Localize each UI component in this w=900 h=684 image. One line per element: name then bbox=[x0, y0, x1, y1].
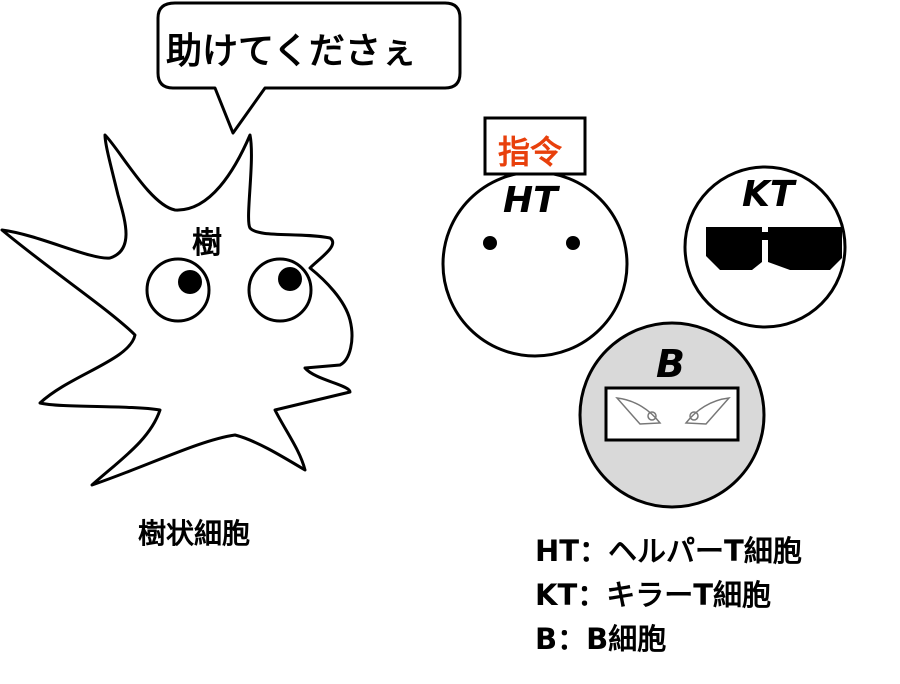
eye-band bbox=[604, 386, 740, 442]
legend-item-b: B：B細胞 bbox=[535, 622, 667, 656]
right-pupil bbox=[278, 267, 302, 291]
left-eye bbox=[145, 257, 211, 323]
sunglasses-icon bbox=[706, 227, 842, 270]
b-cell bbox=[578, 321, 766, 509]
killer-t-cell bbox=[683, 165, 847, 329]
ht-label: HT bbox=[503, 180, 558, 221]
dendritic-face-label: 樹 bbox=[192, 226, 222, 261]
kt-label: KT bbox=[742, 174, 795, 215]
left-pupil bbox=[178, 270, 202, 294]
command-label: 指令 bbox=[498, 133, 563, 171]
dendritic-cell bbox=[0, 133, 354, 487]
legend: HT：ヘルパーT細胞 KT：キラーT細胞 B：B細胞 bbox=[535, 528, 802, 660]
command-box bbox=[483, 116, 587, 176]
helper-t-cell bbox=[441, 116, 629, 358]
b-label: B bbox=[656, 342, 685, 386]
ht-left-eye bbox=[483, 236, 497, 250]
speech-bubble bbox=[156, 1, 462, 135]
speech-bubble-text: 助けてくださぇ bbox=[166, 31, 417, 72]
legend-item-kt: KT：キラーT細胞 bbox=[535, 578, 772, 612]
legend-item-ht: HT：ヘルパーT細胞 bbox=[535, 534, 802, 568]
right-eye bbox=[247, 257, 313, 323]
angry-eyes-icon bbox=[615, 397, 731, 425]
dendritic-cell-caption: 樹状細胞 bbox=[138, 517, 251, 550]
ht-right-eye bbox=[566, 236, 580, 250]
